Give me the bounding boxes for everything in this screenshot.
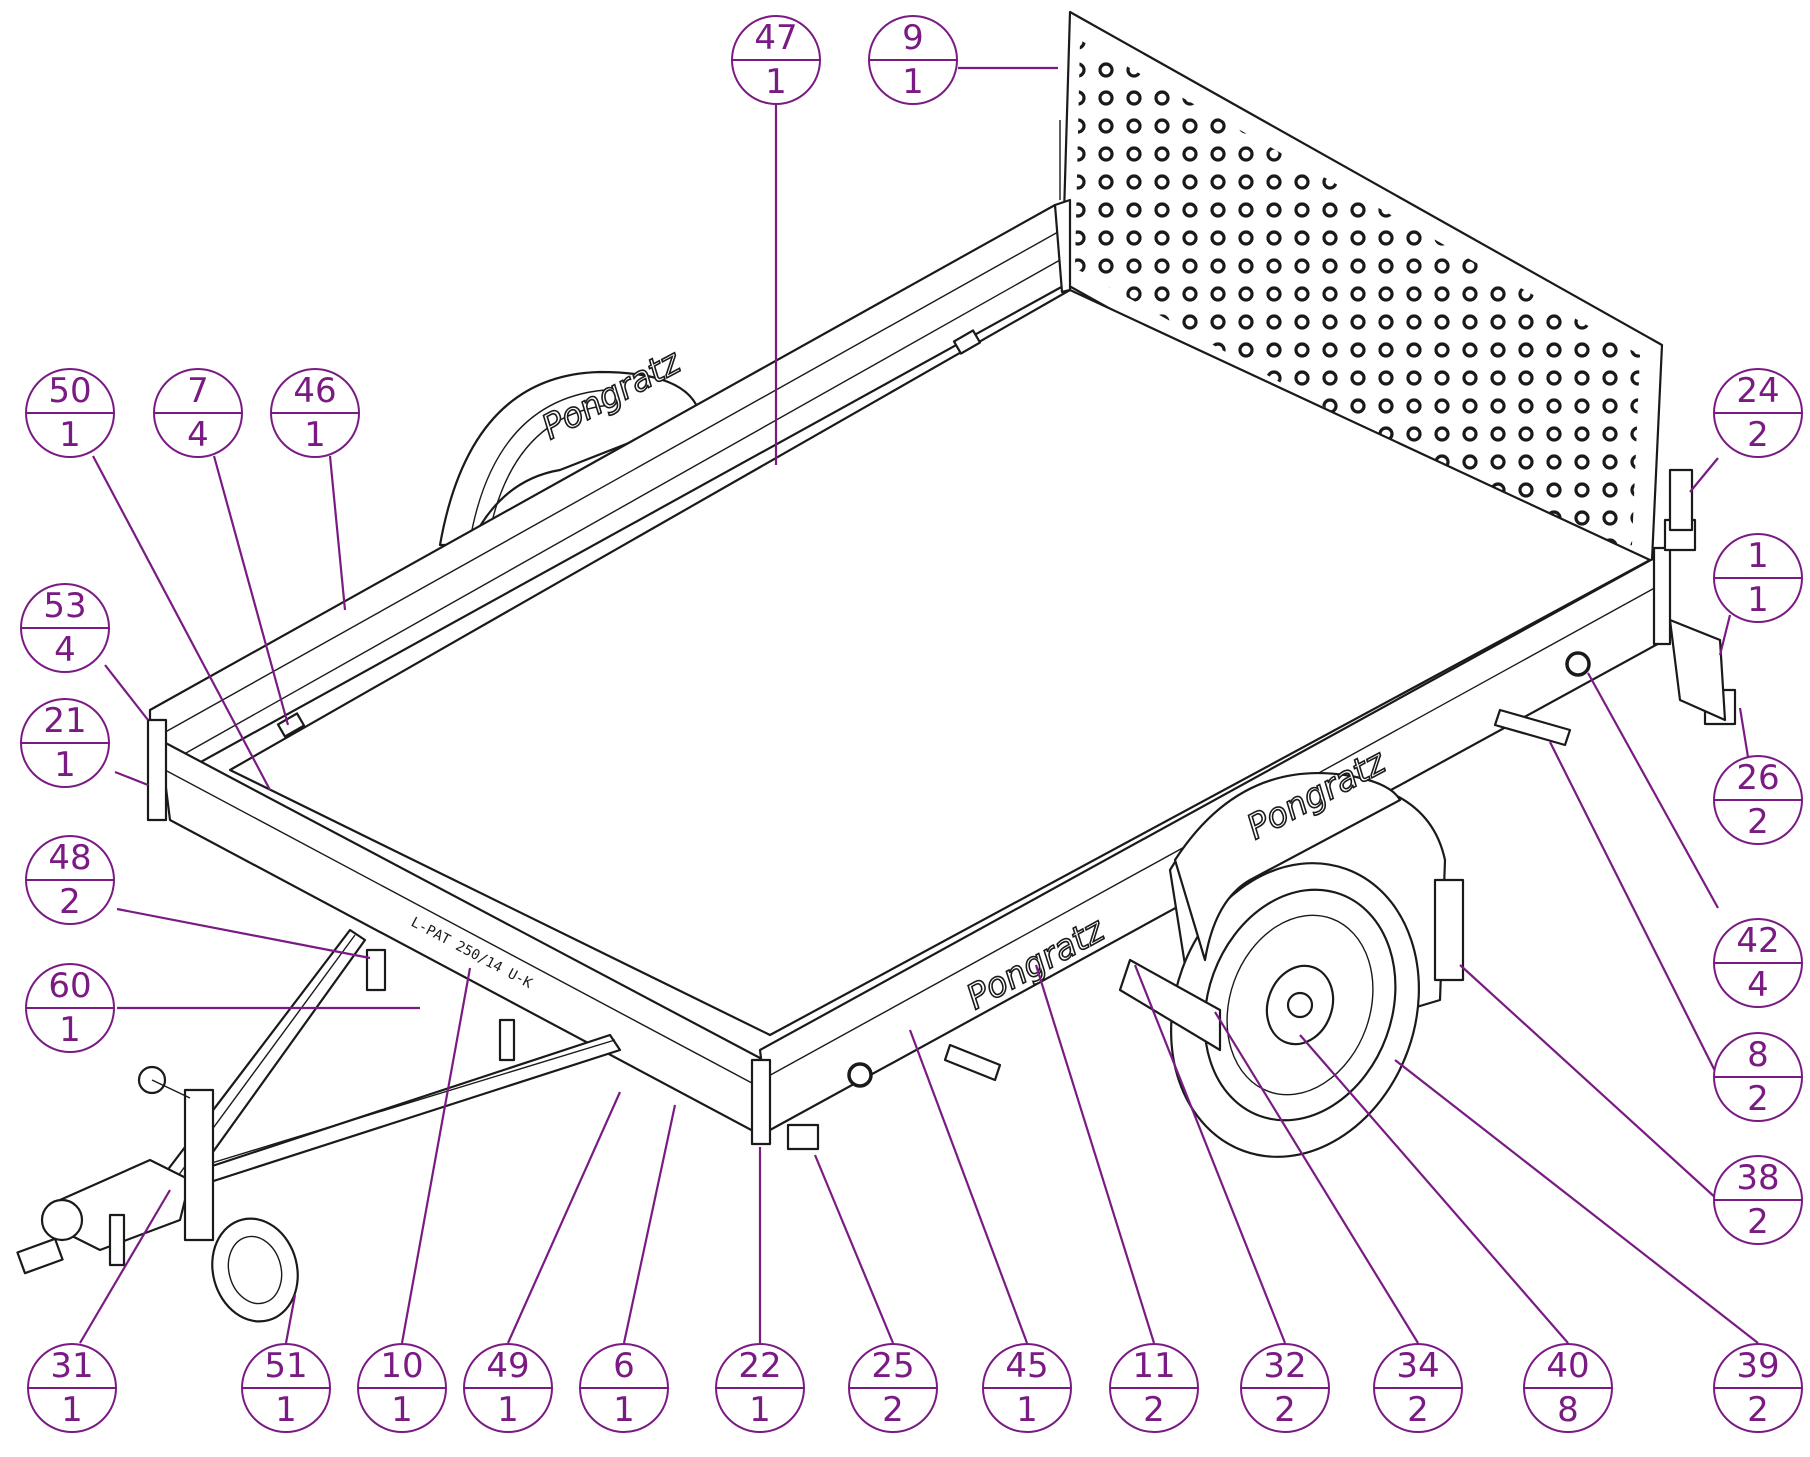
balloon-item-40: 408: [1523, 1343, 1613, 1433]
item-number: 47: [754, 18, 797, 58]
item-quantity: 2: [1747, 1079, 1769, 1119]
item-number: 51: [264, 1346, 307, 1386]
balloon-item-26: 262: [1713, 755, 1803, 845]
item-number: 40: [1546, 1346, 1589, 1386]
item-number: 48: [48, 838, 91, 878]
front-marker-right: [786, 1123, 820, 1151]
item-quantity: 1: [391, 1390, 413, 1430]
balloon-item-8: 82: [1713, 1032, 1803, 1122]
corner-post-rear-right: [1652, 546, 1672, 646]
item-quantity: 4: [1747, 965, 1769, 1005]
item-number: 53: [43, 586, 86, 626]
item-quantity: 1: [749, 1390, 771, 1430]
item-quantity: 4: [187, 415, 209, 455]
item-number: 49: [486, 1346, 529, 1386]
item-quantity: 4: [54, 630, 76, 670]
item-number: 39: [1736, 1346, 1779, 1386]
balloon-item-48: 482: [25, 835, 115, 925]
item-quantity: 1: [61, 1390, 83, 1430]
item-number: 32: [1263, 1346, 1306, 1386]
balloon-item-10: 101: [357, 1343, 447, 1433]
balloon-item-47: 471: [731, 15, 821, 105]
trailer-line-art: Pongratz L-PAT 250/14 U-K Pongratz Pongr…: [16, 10, 1737, 1323]
item-quantity: 1: [1016, 1390, 1038, 1430]
item-quantity: 2: [1747, 802, 1769, 842]
item-number: 26: [1736, 758, 1779, 798]
item-quantity: 1: [275, 1390, 297, 1430]
item-number: 6: [613, 1346, 635, 1386]
item-quantity: 1: [59, 1010, 81, 1050]
item-number: 21: [43, 701, 86, 741]
item-quantity: 1: [613, 1390, 635, 1430]
item-number: 38: [1736, 1158, 1779, 1198]
balloon-item-45: 451: [982, 1343, 1072, 1433]
balloon-item-7: 74: [153, 368, 243, 458]
balloon-item-34: 342: [1373, 1343, 1463, 1433]
near-wheel: Pongratz: [1118, 741, 1465, 1158]
balloon-item-11: 112: [1109, 1343, 1199, 1433]
item-quantity: 2: [1407, 1390, 1429, 1430]
item-number: 50: [48, 371, 91, 411]
balloon-item-25: 252: [848, 1343, 938, 1433]
item-number: 34: [1396, 1346, 1439, 1386]
item-number: 46: [293, 371, 336, 411]
balloon-item-39: 392: [1713, 1343, 1803, 1433]
item-number: 31: [50, 1346, 93, 1386]
far-fender: [438, 370, 702, 547]
item-quantity: 1: [902, 62, 924, 102]
item-quantity: 2: [1143, 1390, 1165, 1430]
item-quantity: 2: [1274, 1390, 1296, 1430]
far-side-rail: [148, 203, 1067, 792]
balloon-item-60: 601: [25, 963, 115, 1053]
item-number: 24: [1736, 371, 1779, 411]
balloon-item-38: 382: [1713, 1155, 1803, 1245]
item-quantity: 1: [304, 415, 326, 455]
item-quantity: 2: [59, 882, 81, 922]
corner-post-front-left: [146, 718, 168, 822]
balloon-item-49: 491: [463, 1343, 553, 1433]
balloon-item-32: 322: [1240, 1343, 1330, 1433]
item-number: 7: [187, 371, 209, 411]
item-number: 22: [738, 1346, 781, 1386]
balloon-item-1: 11: [1713, 533, 1803, 623]
item-number: 25: [871, 1346, 914, 1386]
leader-lines: [79, 66, 1759, 1344]
jockey-wheel: [137, 1065, 299, 1323]
item-quantity: 8: [1557, 1390, 1579, 1430]
item-quantity: 2: [882, 1390, 904, 1430]
item-number: 8: [1747, 1035, 1769, 1075]
balloon-item-51: 511: [241, 1343, 331, 1433]
item-quantity: 1: [497, 1390, 519, 1430]
item-quantity: 1: [765, 62, 787, 102]
item-number: 45: [1005, 1346, 1048, 1386]
balloon-item-50: 501: [25, 368, 115, 458]
item-quantity: 2: [1747, 415, 1769, 455]
balloon-item-6: 61: [579, 1343, 669, 1433]
balloon-item-9: 91: [868, 15, 958, 105]
balloon-item-42: 424: [1713, 918, 1803, 1008]
coupling-head: [16, 1158, 192, 1275]
item-quantity: 1: [54, 745, 76, 785]
corner-post-front-right: [750, 1058, 772, 1146]
item-quantity: 2: [1747, 1202, 1769, 1242]
item-number: 9: [902, 18, 924, 58]
balloon-item-22: 221: [715, 1343, 805, 1433]
item-number: 1: [1747, 536, 1769, 576]
balloon-item-24: 242: [1713, 368, 1803, 458]
item-quantity: 1: [59, 415, 81, 455]
balloon-item-46: 461: [270, 368, 360, 458]
item-number: 42: [1736, 921, 1779, 961]
balloon-item-21: 211: [20, 698, 110, 788]
balloon-item-53: 534: [20, 583, 110, 673]
balloon-item-31: 311: [27, 1343, 117, 1433]
item-quantity: 2: [1747, 1390, 1769, 1430]
item-number: 10: [380, 1346, 423, 1386]
item-number: 60: [48, 966, 91, 1006]
item-quantity: 1: [1747, 580, 1769, 620]
item-number: 11: [1132, 1346, 1175, 1386]
